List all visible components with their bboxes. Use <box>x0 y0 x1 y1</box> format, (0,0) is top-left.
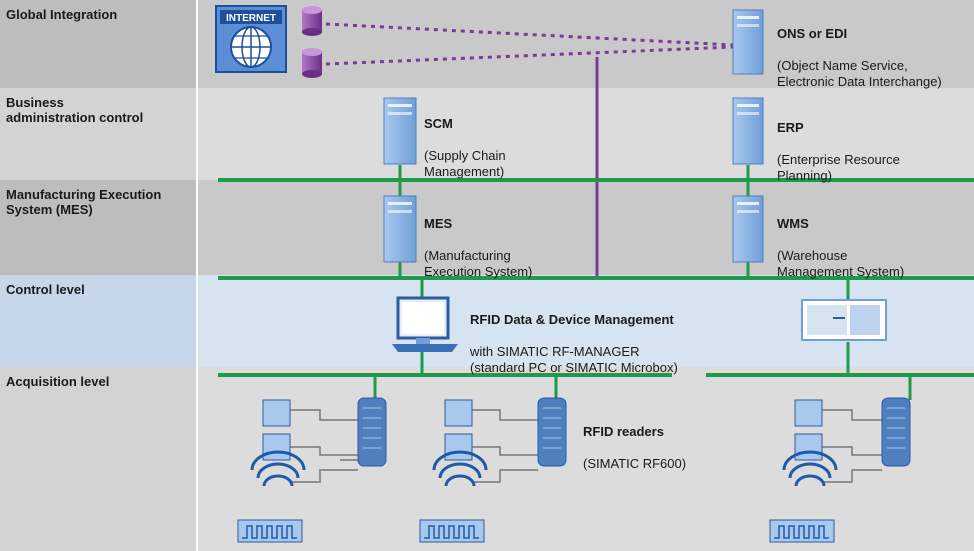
readers-node-text: RFID readers (SIMATIC RF600) <box>583 408 686 472</box>
mes-title: MES <box>424 216 453 231</box>
mes-description: (Manufacturing Execution System) <box>424 248 533 279</box>
level-label-business: Business administration control <box>6 95 144 125</box>
reader-group-1 <box>237 397 387 543</box>
internet-label: INTERNET <box>226 13 276 24</box>
scm-node-text: SCM (Supply Chain Management) <box>424 100 506 180</box>
label-column-divider <box>196 0 198 551</box>
microbox-icon <box>801 299 887 341</box>
readers-title: RFID readers <box>583 424 664 439</box>
internet-globe-icon: INTERNET <box>215 5 287 73</box>
level-label-acquisition: Acquisition level <box>6 374 110 389</box>
mes-node-text: MES (Manufacturing Execution System) <box>424 200 532 280</box>
erp-server-icon <box>732 97 764 165</box>
database-icon-bottom <box>302 48 322 78</box>
erp-title: ERP <box>777 120 804 135</box>
scm-description: (Supply Chain Management) <box>424 148 506 179</box>
wms-node-text: WMS (Warehouse Management System) <box>777 200 904 280</box>
level-label-mes: Manufacturing Execution System (MES) <box>6 187 162 217</box>
erp-node-text: ERP (Enterprise Resource Planning) <box>777 104 900 184</box>
bus-drops <box>373 165 912 400</box>
wms-server-icon <box>732 195 764 263</box>
band-business: Business administration control <box>0 88 974 180</box>
wms-description: (Warehouse Management System) <box>777 248 905 279</box>
internet-links <box>325 22 734 278</box>
ons-title: ONS or EDI <box>777 26 848 41</box>
rfid-mgmt-node-text: RFID Data & Device Management with SIMAT… <box>470 296 678 376</box>
database-icon-top <box>302 6 322 36</box>
mes-server-icon <box>383 195 417 263</box>
reader-group-wires <box>290 409 360 483</box>
reader-group-3 <box>769 397 911 543</box>
pc-workstation-icon <box>392 296 458 352</box>
wms-title: WMS <box>777 216 809 231</box>
scm-server-icon <box>383 97 417 165</box>
ons-node-text: ONS or EDI (Object Name Service, Electro… <box>777 10 942 90</box>
ons-description: (Object Name Service, Electronic Data In… <box>777 58 942 89</box>
rfid-mgmt-description: with SIMATIC RF-MANAGER (standard PC or … <box>470 344 678 375</box>
level-label-global: Global Integration <box>6 7 118 22</box>
band-global: Global Integration <box>0 0 974 88</box>
readers-description: (SIMATIC RF600) <box>583 456 687 471</box>
scm-title: SCM <box>424 116 453 131</box>
ons-server-icon <box>732 9 764 75</box>
band-mes: Manufacturing Execution System (MES) <box>0 180 974 275</box>
reader-group-2 <box>419 397 567 543</box>
level-label-control: Control level <box>6 282 85 297</box>
erp-description: (Enterprise Resource Planning) <box>777 152 900 183</box>
rfid-mgmt-title: RFID Data & Device Management <box>470 312 674 327</box>
